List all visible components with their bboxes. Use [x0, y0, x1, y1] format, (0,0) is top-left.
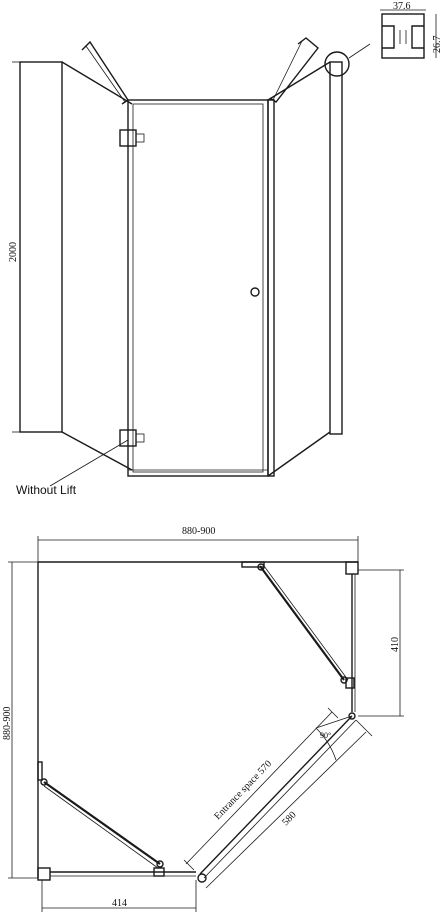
overall-depth-label: 880-900: [2, 707, 13, 740]
overall-width-label: 880-900: [182, 526, 215, 537]
profile-detail: 37.6 26.7: [380, 1, 443, 59]
profile-width-label: 37.6: [393, 1, 411, 12]
bottom-panel-label: 414: [112, 898, 127, 909]
without-lift-note: Without Lift: [16, 483, 77, 497]
entrance-space-label: Entrance space 570: [212, 759, 274, 823]
right-side-panel: [267, 61, 331, 101]
swing-angle-label: 90°: [320, 731, 331, 740]
plan-view: 880-900 880-900 410 414: [2, 526, 404, 912]
left-wall-panel: [19, 61, 63, 433]
right-wall-profile: [329, 61, 343, 435]
lower-brace-bar: [43, 781, 161, 865]
height-dimension-label: 2000: [8, 242, 19, 262]
door-handle: [250, 287, 260, 297]
right-brace-arm: [269, 37, 319, 103]
door-plan: [199, 715, 353, 875]
left-side-panel: [61, 61, 133, 105]
door-panel: [127, 99, 269, 477]
upper-brace-bar: [259, 565, 345, 681]
elevation-view: 37.6 26.7 2000 Without Lift: [8, 1, 443, 497]
right-panel-label: 410: [390, 637, 401, 652]
profile-depth-label: 26.7: [432, 36, 443, 54]
detail-callout-circle: [324, 51, 350, 77]
